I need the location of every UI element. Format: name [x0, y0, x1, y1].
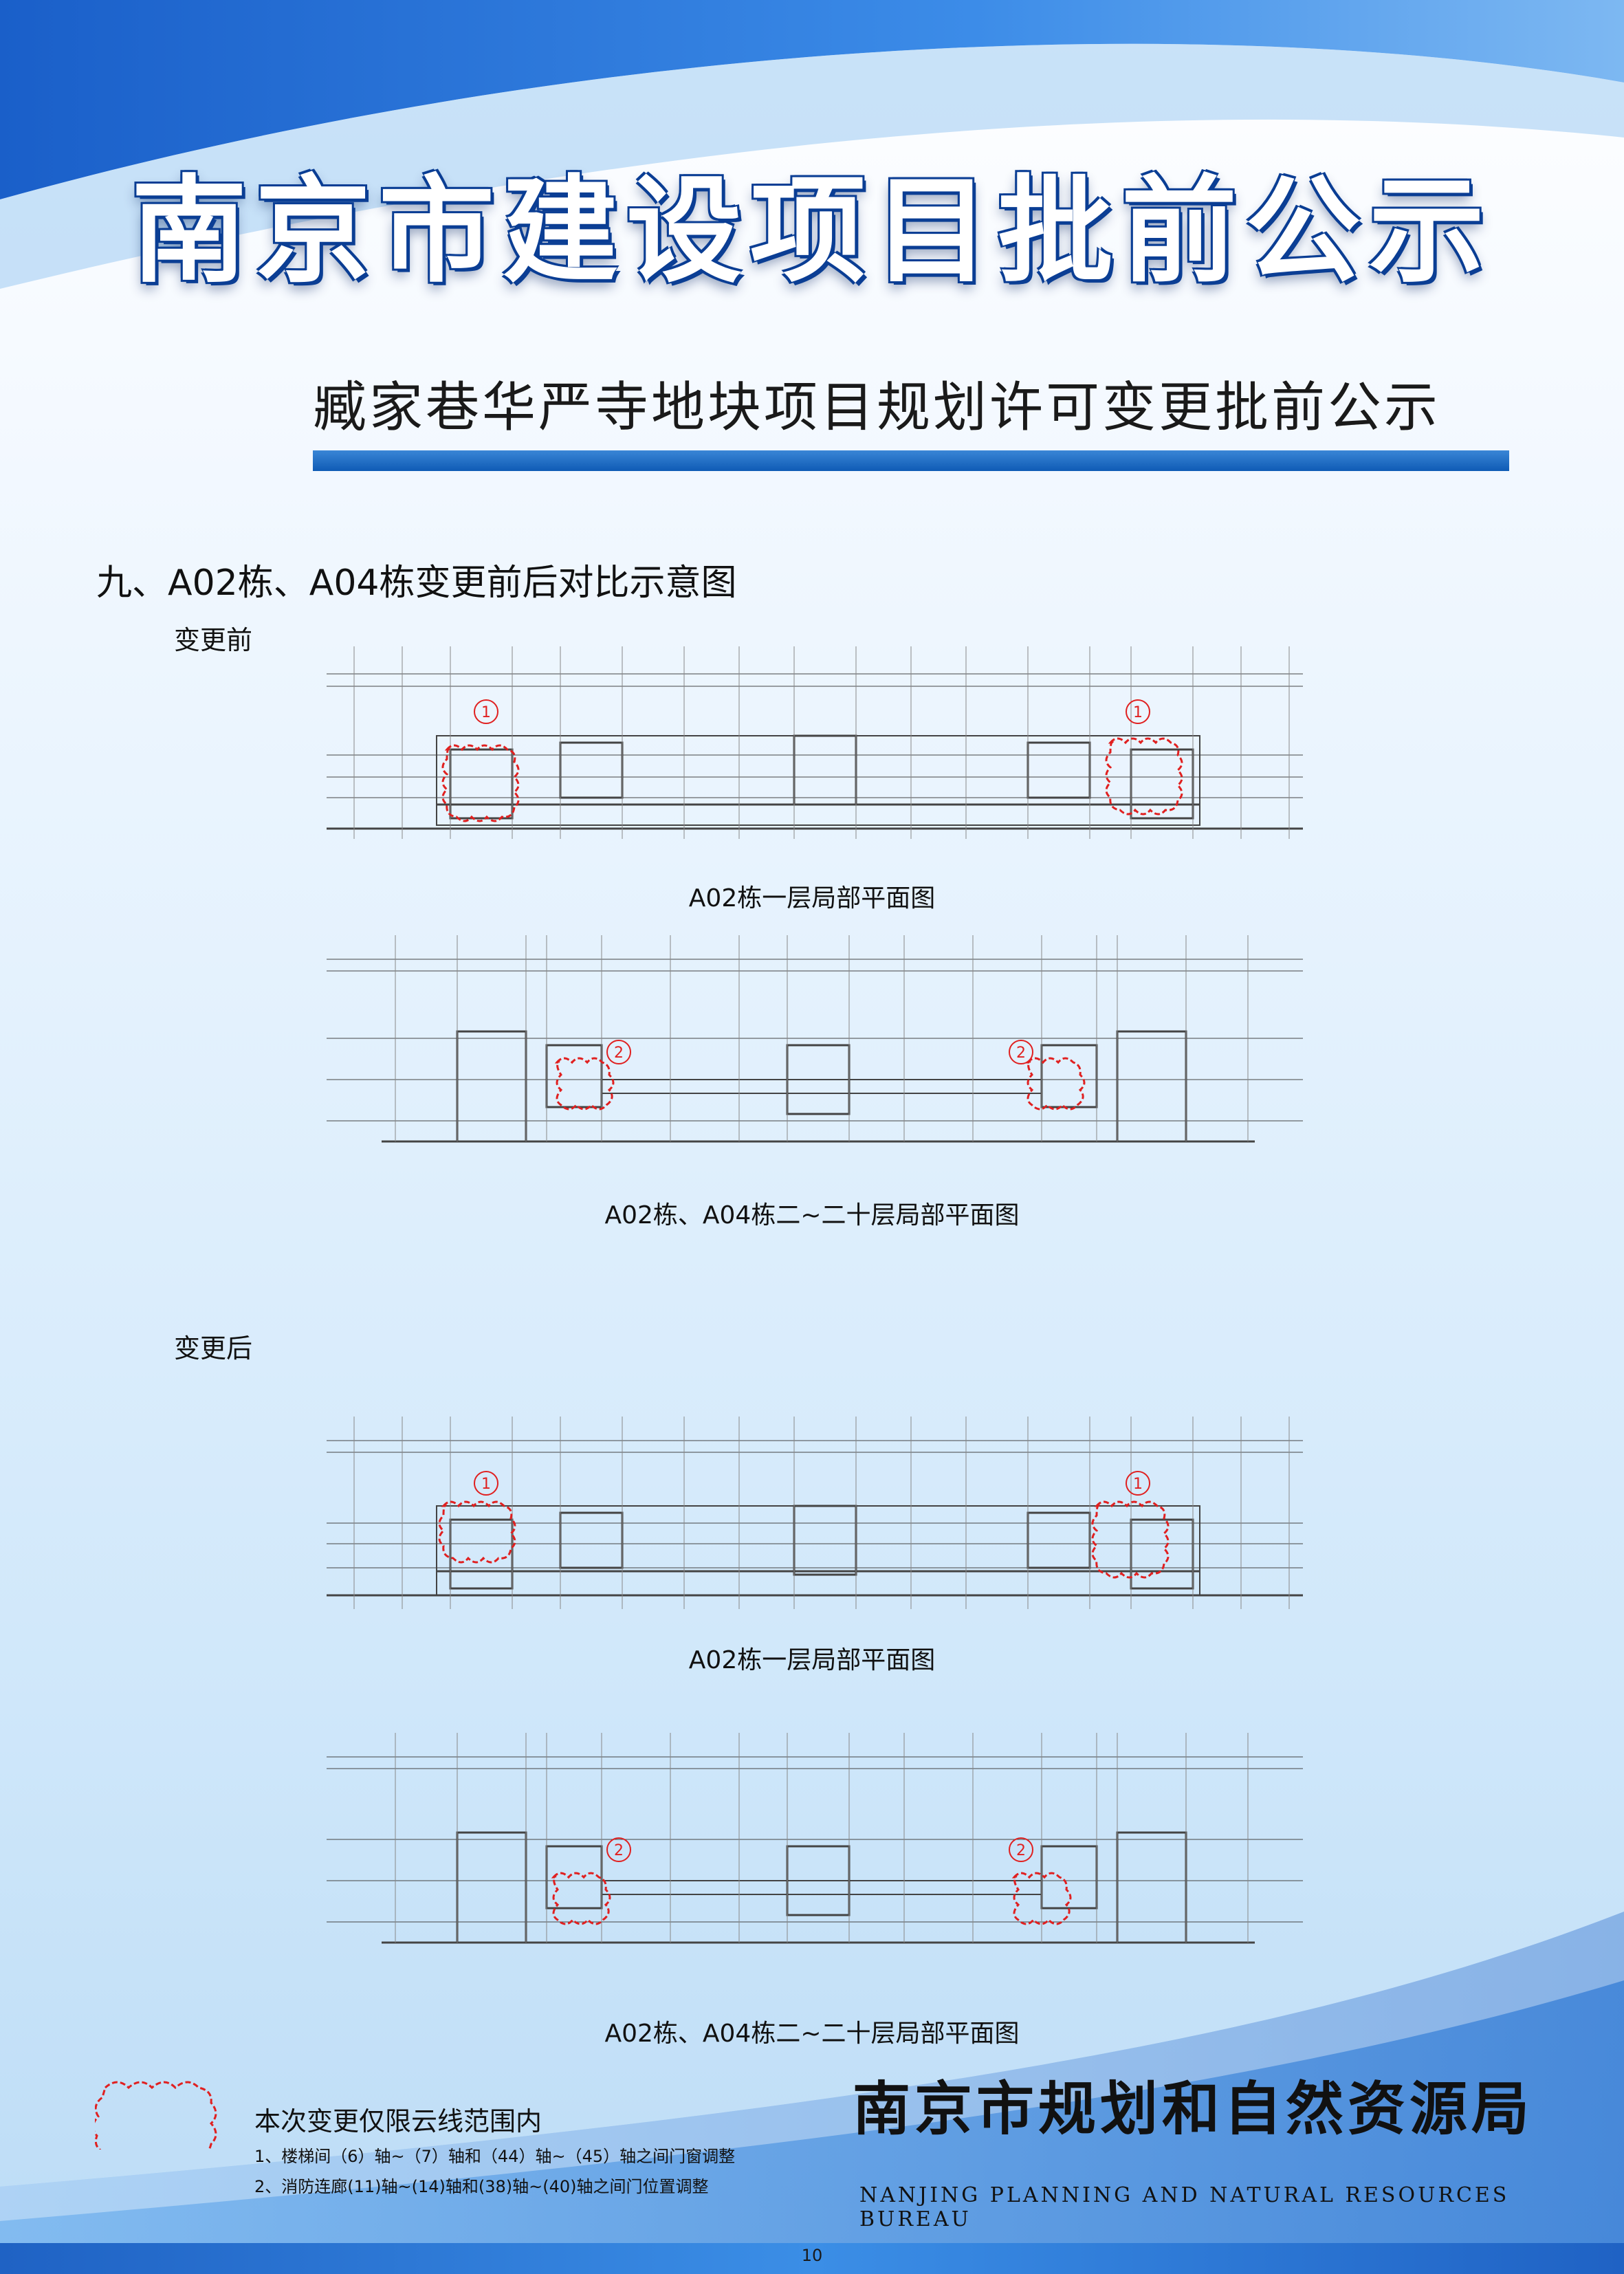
main-title: 南京市建设项目批前公示	[131, 162, 1493, 298]
floor-plan-after-upper: 2 2	[313, 1719, 1324, 1956]
legend-title: 本次变更仅限云线范围内	[254, 2106, 542, 2136]
floor-plan-after-ground: 1 1	[313, 1403, 1324, 1623]
before-label: 变更前	[174, 625, 253, 655]
revision-cloud-legend-icon	[92, 2074, 232, 2160]
change-marker-1: 1	[1133, 704, 1143, 721]
subtitle-underline	[313, 450, 1509, 471]
bottom-bar	[0, 2243, 1624, 2274]
caption-before-upper: A02栋、A04栋二~二十层局部平面图	[604, 1201, 1020, 1229]
after-label: 变更后	[174, 1333, 253, 1364]
caption-after-upper: A02栋、A04栋二~二十层局部平面图	[604, 2020, 1020, 2048]
change-marker-1: 1	[1133, 1476, 1143, 1493]
footer-org-name-en: NANJING PLANNING AND NATURAL RESOURCES B…	[859, 2183, 1510, 2231]
caption-before-ground: A02栋一层局部平面图	[688, 884, 936, 912]
footer-org-name: 南京市规划和自然资源局	[853, 2075, 1534, 2143]
change-marker-2: 2	[1016, 1045, 1026, 1062]
change-marker-2: 2	[614, 1842, 624, 1859]
change-marker-1: 1	[481, 704, 491, 721]
legend-note-2: 2、消防连廊(11)轴~(14)轴和(38)轴~(40)轴之间门位置调整	[254, 2177, 709, 2196]
change-marker-2: 2	[1016, 1842, 1026, 1859]
change-marker-2: 2	[614, 1045, 624, 1062]
section-heading: 九、A02栋、A04栋变更前后对比示意图	[96, 562, 737, 604]
caption-after-ground: A02栋一层局部平面图	[688, 1646, 936, 1674]
floor-plan-before-upper: 2 2	[313, 921, 1324, 1159]
project-subtitle: 臧家巷华严寺地块项目规划许可变更批前公示	[313, 377, 1441, 439]
change-marker-1: 1	[481, 1476, 491, 1493]
page-number: 10	[801, 2246, 823, 2265]
floor-plan-before-ground: 1 1	[313, 633, 1324, 860]
legend-note-1: 1、楼梯间（6）轴~（7）轴和（44）轴~（45）轴之间门窗调整	[254, 2147, 736, 2166]
